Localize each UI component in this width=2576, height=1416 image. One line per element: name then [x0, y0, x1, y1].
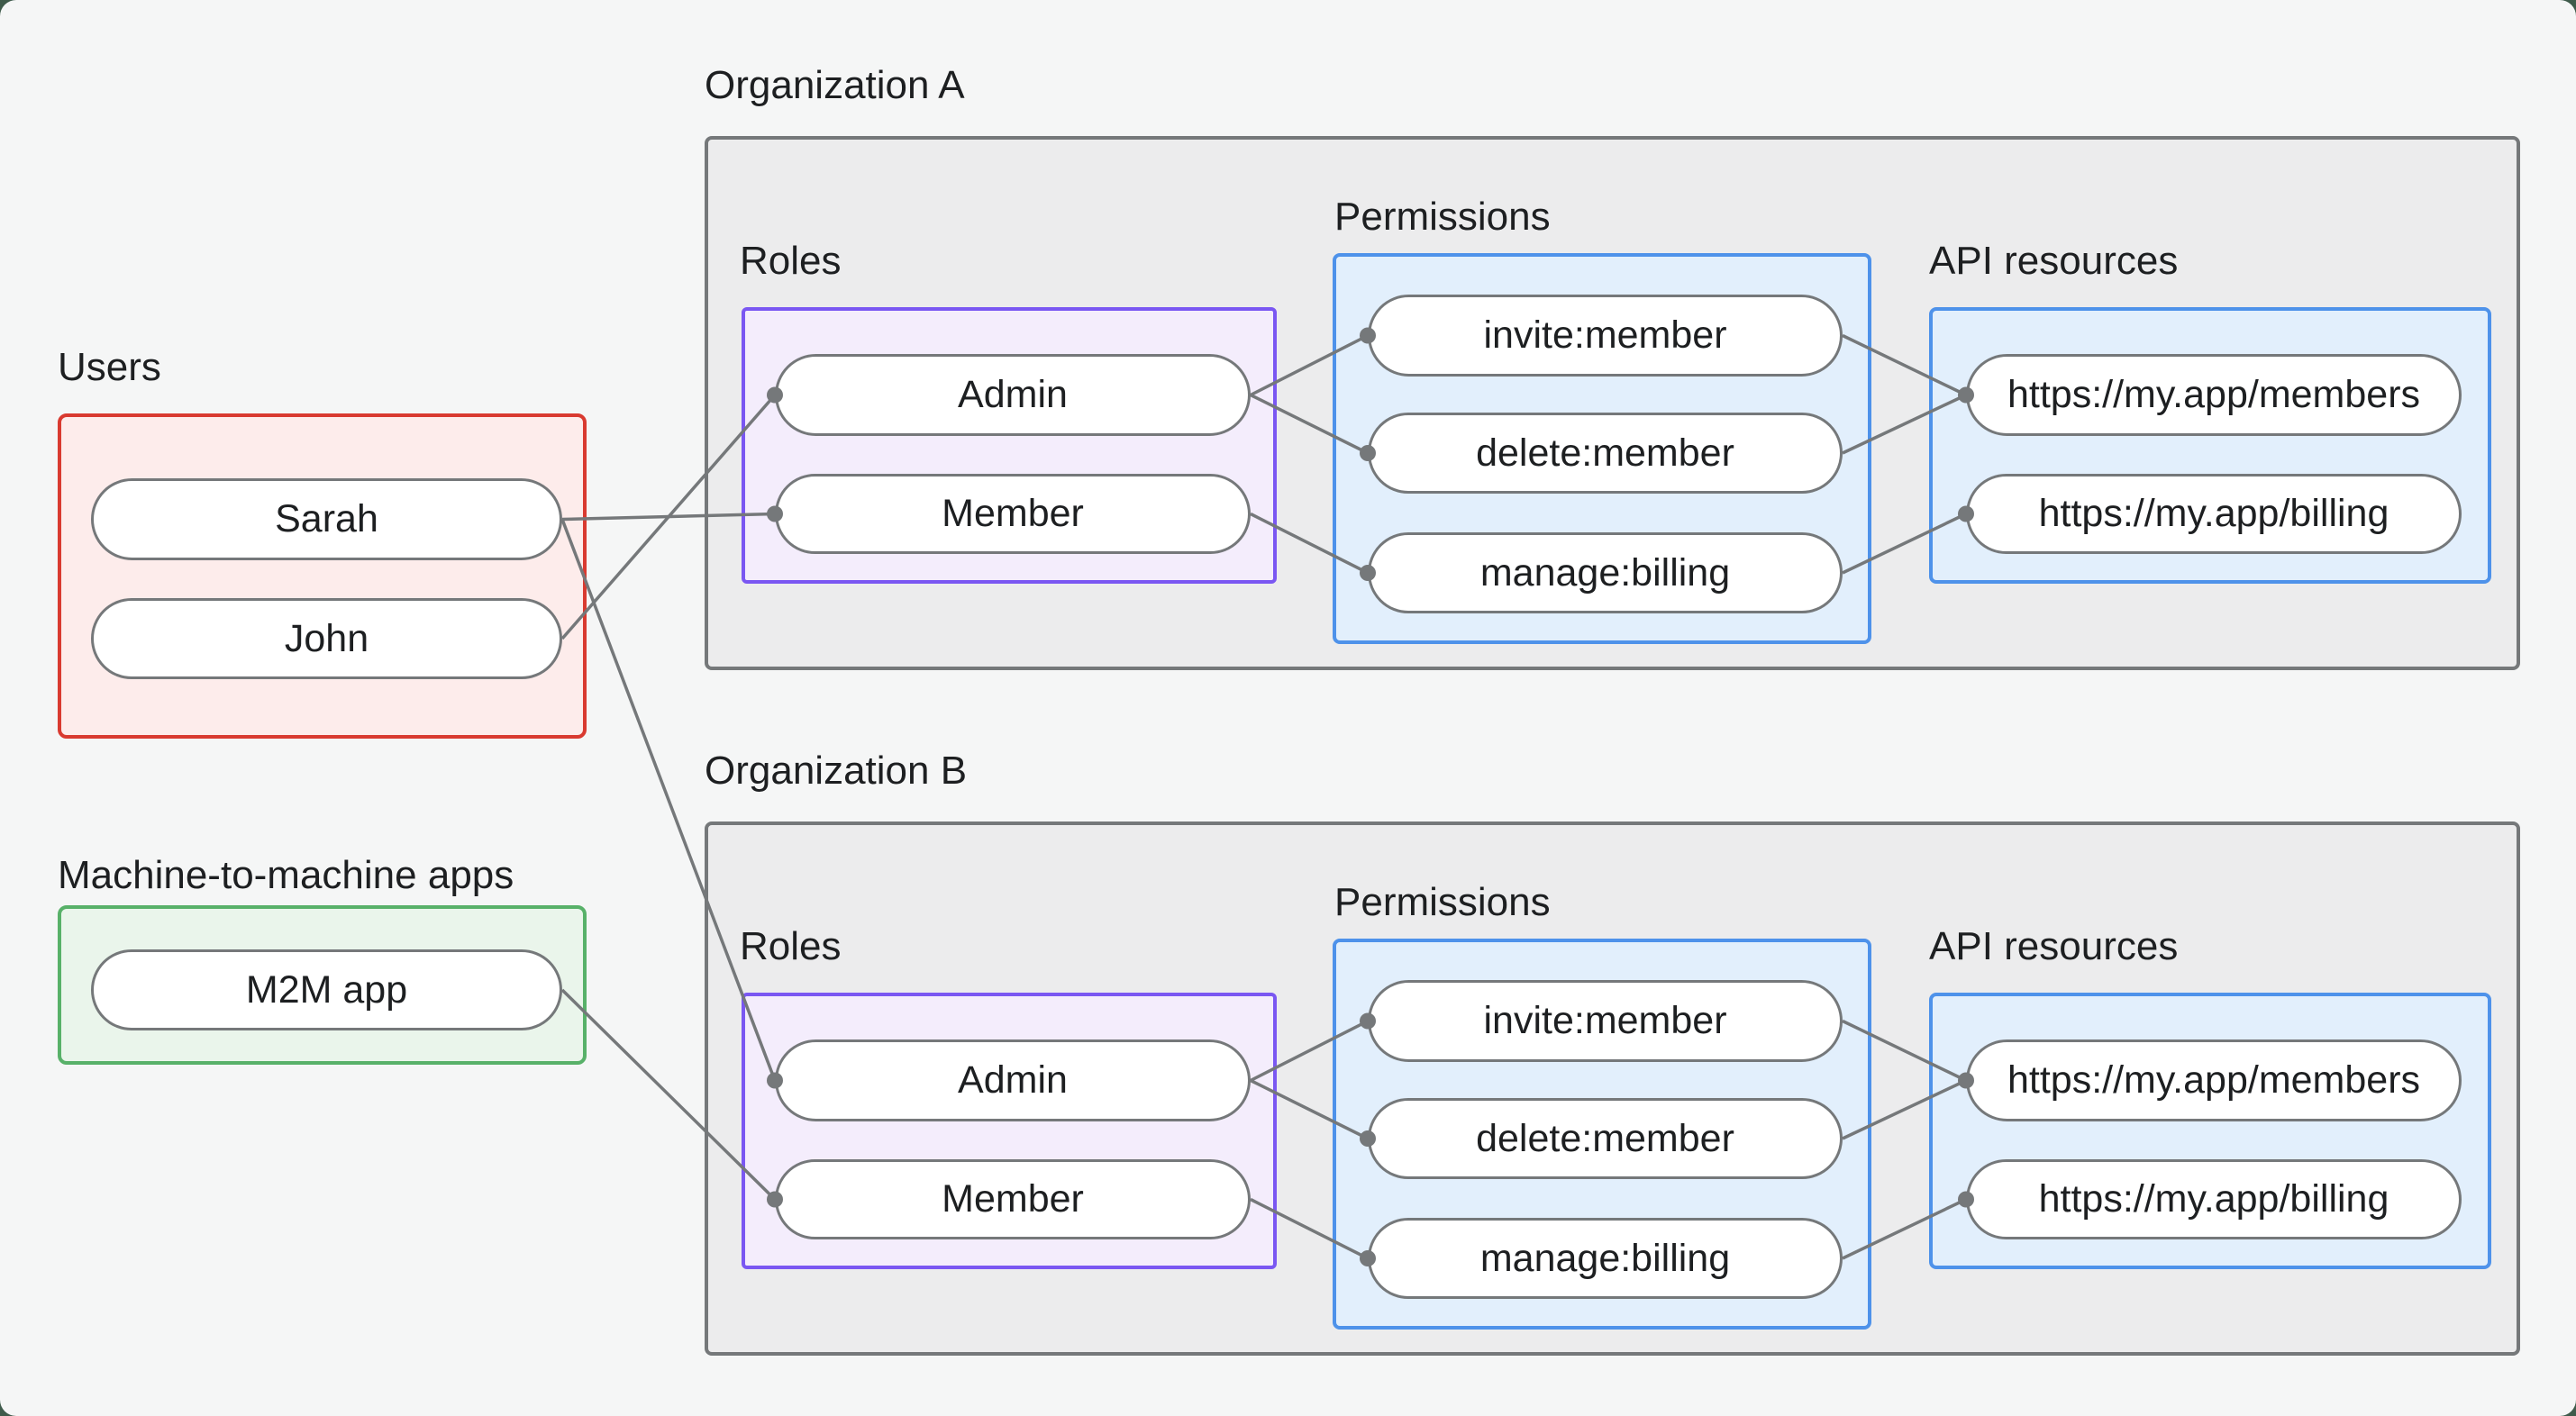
node-api-members: https://my.app/members	[1966, 354, 2462, 436]
node-label: Admin	[958, 1058, 1068, 1102]
node-api-members: https://my.app/members	[1966, 1039, 2462, 1121]
node-label: delete:member	[1476, 431, 1734, 475]
org-a-container: Roles Admin Member Permissions invite:me…	[705, 136, 2520, 670]
org-b-roles-label: Roles	[740, 924, 842, 968]
node-label: https://my.app/members	[2007, 373, 2421, 416]
node-permission-invite-member: invite:member	[1368, 295, 1843, 377]
node-role-admin: Admin	[775, 354, 1251, 436]
org-b-permissions-box: invite:member delete:member manage:billi…	[1333, 939, 1871, 1330]
node-role-admin: Admin	[775, 1039, 1251, 1121]
node-m2m-app: M2M app	[91, 949, 562, 1030]
org-b-permissions-label: Permissions	[1334, 880, 1551, 924]
users-group-box: Sarah John	[58, 413, 587, 739]
node-label: Member	[942, 492, 1084, 535]
users-group-label: Users	[58, 345, 161, 389]
org-a-roles-box: Admin Member	[742, 307, 1277, 584]
m2m-group-box: M2M app	[58, 905, 587, 1065]
org-a-permissions-label: Permissions	[1334, 195, 1551, 239]
org-a-label: Organization A	[705, 63, 965, 107]
org-a-api-resources-label: API resources	[1929, 239, 2179, 283]
org-b-container: Roles Admin Member Permissions invite:me…	[705, 821, 2520, 1356]
node-label: https://my.app/billing	[2038, 492, 2389, 535]
node-permission-delete-member: delete:member	[1368, 1098, 1843, 1179]
node-label: https://my.app/members	[2007, 1058, 2421, 1102]
node-label: invite:member	[1483, 313, 1727, 357]
node-label: manage:billing	[1479, 1236, 1731, 1280]
node-label: Member	[942, 1177, 1084, 1221]
org-b-api-resources-box: https://my.app/members https://my.app/bi…	[1929, 993, 2491, 1269]
node-label: John	[284, 616, 369, 660]
node-label: invite:member	[1483, 999, 1727, 1042]
m2m-group-label: Machine-to-machine apps	[58, 853, 514, 897]
node-user-sarah: Sarah	[91, 478, 562, 560]
node-permission-delete-member: delete:member	[1368, 413, 1843, 494]
org-a-permissions-box: invite:member delete:member manage:billi…	[1333, 253, 1871, 644]
node-permission-manage-billing: manage:billing	[1368, 1218, 1843, 1299]
node-role-member: Member	[775, 474, 1251, 554]
node-label: Sarah	[275, 497, 378, 540]
org-a-roles-label: Roles	[740, 239, 842, 283]
org-b-api-resources-label: API resources	[1929, 924, 2179, 968]
node-label: https://my.app/billing	[2038, 1177, 2389, 1221]
org-a-api-resources-box: https://my.app/members https://my.app/bi…	[1929, 307, 2491, 584]
node-label: Admin	[958, 373, 1068, 416]
node-permission-manage-billing: manage:billing	[1368, 532, 1843, 613]
node-permission-invite-member: invite:member	[1368, 980, 1843, 1062]
node-role-member: Member	[775, 1159, 1251, 1239]
node-label: manage:billing	[1479, 550, 1731, 595]
node-label: M2M app	[245, 967, 408, 1012]
node-user-john: John	[91, 598, 562, 679]
node-api-billing: https://my.app/billing	[1966, 1159, 2462, 1239]
org-b-roles-box: Admin Member	[742, 993, 1277, 1269]
node-api-billing: https://my.app/billing	[1966, 474, 2462, 554]
org-b-label: Organization B	[705, 749, 968, 793]
node-label: delete:member	[1476, 1116, 1734, 1160]
